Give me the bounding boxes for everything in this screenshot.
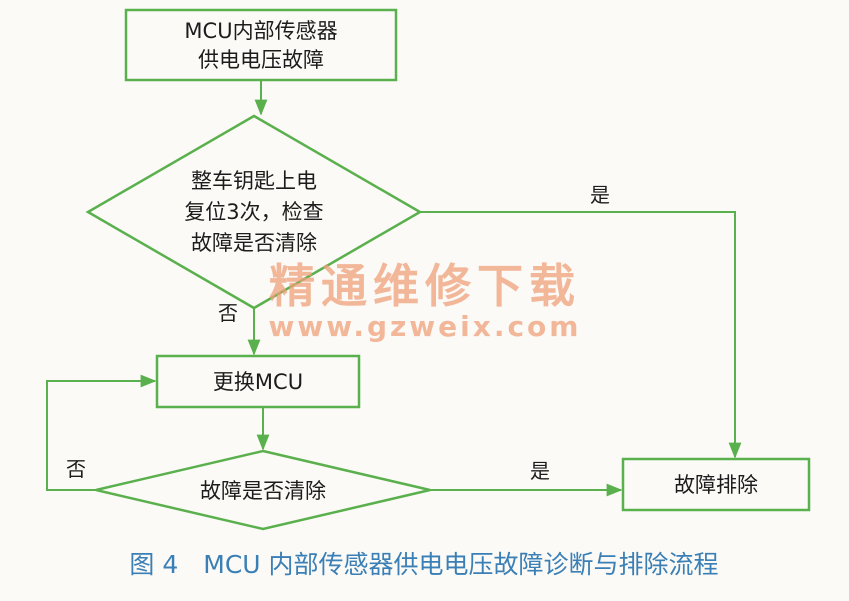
start-box-line-2: 供电电压故障 <box>198 48 324 72</box>
decision-check2-diamond <box>95 449 431 531</box>
watermark-url: www.gzweix.com <box>269 310 582 343</box>
fault-resolved-label: 故障排除 <box>674 473 758 497</box>
decision-check1-line-2: 复位3次，检查 <box>184 200 323 224</box>
decision-check1-line-1: 整车钥匙上电 <box>191 169 317 193</box>
edge-check1-yes <box>420 211 742 459</box>
edge-check1-yes-label: 是 <box>590 183 610 207</box>
edge-check2-no-label: 否 <box>66 457 86 481</box>
figure-caption: 图 4 MCU 内部传感器供电电压故障诊断与排除流程 <box>129 550 718 579</box>
start-box-line-1: MCU内部传感器 <box>184 19 337 43</box>
watermark-chinese: 精通维修下载 <box>269 259 581 313</box>
decision-check1-line-3: 故障是否清除 <box>191 231 317 255</box>
replace-mcu-label: 更换MCU <box>213 370 303 394</box>
decision-check2-label: 故障是否清除 <box>200 479 326 503</box>
edge-check1-no-label: 否 <box>218 301 238 325</box>
replace-mcu-box <box>155 354 361 409</box>
edge-check2-yes-label: 是 <box>530 459 550 483</box>
edge-check2-no-loop <box>46 374 157 491</box>
fault-resolved-box <box>621 457 811 512</box>
